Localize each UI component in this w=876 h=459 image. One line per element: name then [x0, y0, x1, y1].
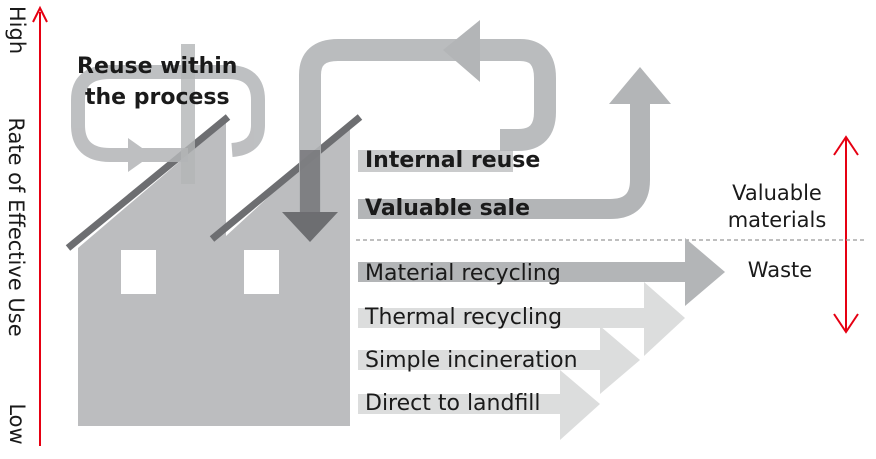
internal-reuse-loop-arrow [282, 20, 556, 242]
valuable-line1: Valuable [732, 181, 822, 205]
thermal-recycling-arrow [358, 282, 685, 356]
internal-reuse-bar [358, 150, 513, 172]
valuable-sale-label: Valuable sale [365, 196, 530, 221]
reuse-within-label: Reuse within [77, 54, 238, 79]
axis-high-label: High [5, 5, 29, 55]
direct-to-landfill-arrow [358, 370, 600, 440]
axis-low-label: Low [5, 403, 29, 445]
reuse-vertical-bar [181, 44, 195, 184]
factory-building [65, 114, 363, 426]
the-process-label: the process [85, 85, 230, 110]
thermal-recycling-label: Thermal recycling [365, 305, 563, 330]
simple-incineration-label: Simple incineration [365, 348, 578, 373]
reuse-loop-arrow [71, 65, 265, 172]
internal-reuse-label: Internal reuse [365, 148, 541, 173]
waste-label: Waste [747, 258, 813, 282]
material-recycling-label: Material recycling [365, 261, 561, 286]
axis-title: Rate of Effective Use [4, 117, 28, 337]
direct-to-landfill-label: Direct to landfill [365, 391, 541, 416]
material-recycling-arrow [358, 238, 725, 306]
simple-incineration-arrow [358, 326, 640, 394]
valuable-line2: materials [727, 208, 827, 232]
valuable-waste-double-arrow [833, 135, 859, 334]
valuable-sale-arrow [358, 67, 671, 219]
effective-use-axis-arrow [32, 5, 48, 446]
valuable-materials-label: Valuable materials [712, 180, 842, 234]
